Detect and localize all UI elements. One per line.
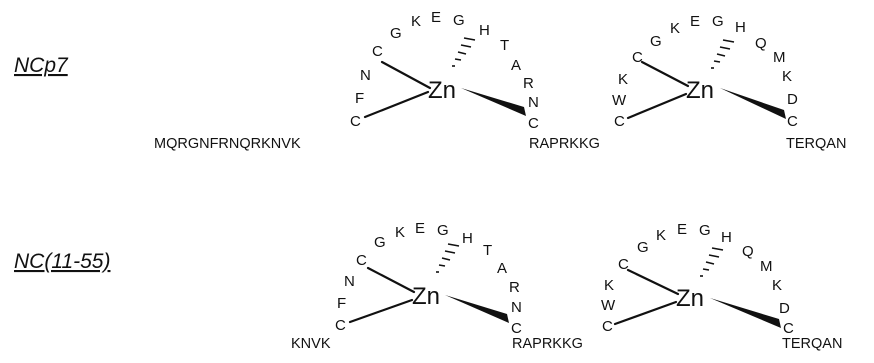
residue-gly: G	[390, 25, 402, 42]
residue-asp: D	[779, 300, 790, 317]
residue-thr: T	[483, 242, 492, 259]
residue-ala: A	[511, 57, 521, 74]
zinc-ion-2: Zn	[676, 285, 704, 312]
zinc-knuckle-1: C F N C G K E G H T A R N C Zn	[350, 9, 539, 132]
zinc-ion-1: Zn	[428, 77, 456, 104]
residue-asn: N	[528, 94, 539, 111]
wedge-bond-zn-cys	[720, 88, 786, 119]
molecule-label: NCp7	[14, 54, 69, 77]
bond-zn-cys	[613, 300, 678, 326]
residue-his: H	[479, 22, 490, 39]
residue-lys: K	[656, 227, 666, 244]
residue-thr: T	[500, 37, 509, 54]
bond-zn-cys	[363, 90, 430, 119]
residue-lys: K	[604, 277, 614, 294]
residue-gly: G	[437, 222, 449, 239]
residue-gln: Q	[755, 35, 767, 52]
bond-zn-cys	[626, 92, 688, 120]
n-terminal-sequence: MQRGNFRNQRKNVK	[154, 136, 301, 152]
residue-lys: K	[782, 68, 792, 85]
residue-lys: K	[670, 20, 680, 37]
hashed-bond-zn-his	[711, 39, 735, 69]
n-terminal-sequence: KNVK	[291, 336, 331, 352]
wedge-bond-zn-cys	[710, 298, 781, 328]
residue-gly: G	[453, 12, 465, 29]
residue-gly: G	[374, 234, 386, 251]
residue-cys-5: C	[618, 256, 629, 273]
molecule-label: NC(11-55)	[14, 250, 110, 273]
residue-cys-4: C	[614, 113, 625, 130]
residue-cys-1: C	[335, 317, 346, 334]
residue-his: H	[721, 229, 732, 246]
residue-cys-1: C	[350, 113, 361, 130]
residue-lys: K	[772, 277, 782, 294]
residue-arg: R	[523, 75, 534, 92]
c-terminal-sequence: TERQAN	[786, 136, 846, 152]
zinc-ion-2: Zn	[686, 77, 714, 104]
residue-glu: E	[431, 9, 441, 26]
molecule-ncp7: NCp7 MQRGNFRNQRKNVK C F N C G K E G H T …	[14, 9, 846, 152]
residue-phe: F	[337, 295, 346, 312]
residue-cys-2: C	[372, 43, 383, 60]
bond-zn-cys	[348, 298, 414, 324]
zinc-knuckle-2: C W K C G K E G H Q M K D C Zn	[601, 221, 794, 337]
residue-cys-6: C	[787, 113, 798, 130]
bond-zn-cys	[366, 266, 416, 294]
bond-zn-cys	[640, 60, 690, 88]
molecule-nc-11-55: NC(11-55) KNVK C F N C G K E G H T A R N…	[14, 220, 842, 352]
residue-asn: N	[344, 273, 355, 290]
bond-zn-cys	[626, 268, 680, 296]
residue-met: M	[773, 49, 786, 66]
residue-glu: E	[677, 221, 687, 238]
residue-phe: F	[355, 90, 364, 107]
residue-gly: G	[650, 33, 662, 50]
residue-asn: N	[360, 67, 371, 84]
residue-arg: R	[509, 279, 520, 296]
residue-gly: G	[712, 13, 724, 30]
bond-zn-cys	[380, 60, 432, 90]
residue-asp: D	[787, 91, 798, 108]
residue-lys: K	[618, 71, 628, 88]
zinc-ion-1: Zn	[412, 283, 440, 310]
residue-trp: W	[601, 297, 616, 314]
residue-cys-3: C	[511, 320, 522, 337]
zinc-knuckle-1: C F N C G K E G H T A R N C Zn	[335, 220, 522, 337]
wedge-bond-zn-cys	[461, 88, 526, 116]
residue-glu: E	[690, 13, 700, 30]
residue-glu: E	[415, 220, 425, 237]
residue-ala: A	[497, 260, 507, 277]
hashed-bond-zn-his	[452, 37, 476, 67]
residue-cys-5: C	[632, 49, 643, 66]
residue-asn: N	[511, 299, 522, 316]
residue-gly: G	[699, 222, 711, 239]
residue-cys-4: C	[602, 318, 613, 335]
residue-met: M	[760, 258, 773, 275]
linker-sequence: RAPRKKG	[529, 136, 600, 152]
residue-trp: W	[612, 92, 627, 109]
residue-gln: Q	[742, 243, 754, 260]
c-terminal-sequence: TERQAN	[782, 336, 842, 352]
residue-his: H	[735, 19, 746, 36]
residue-lys: K	[395, 224, 405, 241]
residue-cys-2: C	[356, 252, 367, 269]
zinc-knuckle-2: C W K C G K E G H Q M K D C Zn	[612, 13, 798, 130]
hashed-bond-zn-his	[436, 243, 460, 273]
linker-sequence: RAPRKKG	[512, 336, 583, 352]
residue-gly: G	[637, 239, 649, 256]
residue-cys-3: C	[528, 115, 539, 132]
residue-his: H	[462, 230, 473, 247]
wedge-bond-zn-cys	[445, 295, 509, 323]
residue-cys-6: C	[783, 320, 794, 337]
residue-lys: K	[411, 13, 421, 30]
hashed-bond-zn-his	[700, 247, 724, 277]
